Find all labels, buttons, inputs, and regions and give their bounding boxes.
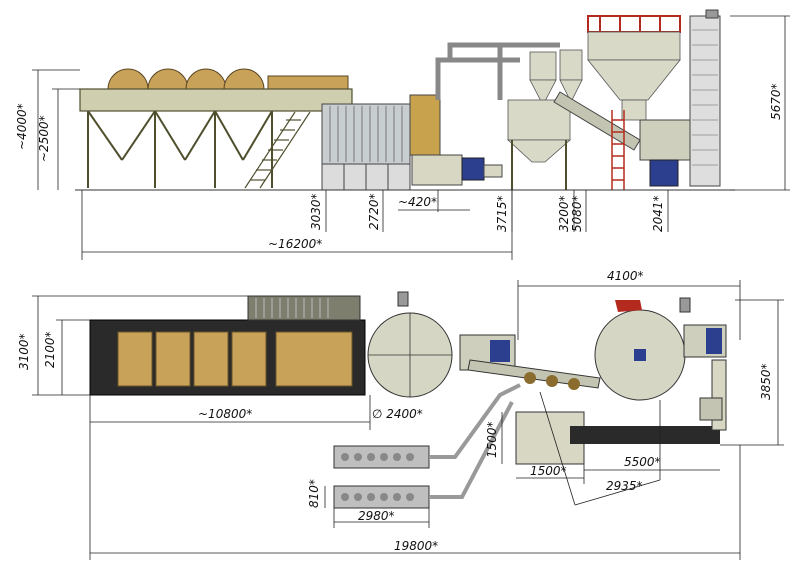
dim-5080: 5080* bbox=[570, 195, 584, 232]
stairs bbox=[244, 111, 311, 189]
dim-diam-2400: ∅ 2400* bbox=[372, 407, 423, 421]
conveyor-support-frame bbox=[87, 110, 273, 188]
hammer-mill bbox=[409, 94, 503, 186]
dim-5500: 5500* bbox=[624, 455, 661, 469]
dim-1500-vertical: 1500* bbox=[485, 421, 499, 458]
plan-chain-conveyor bbox=[570, 426, 720, 444]
dim-length-side: ~16200* bbox=[268, 237, 322, 251]
dim-2041: 2041* bbox=[651, 195, 665, 232]
dim-2935: 2935* bbox=[606, 479, 643, 493]
ladder bbox=[611, 110, 625, 190]
chopper-unit bbox=[321, 103, 411, 191]
plan-cooler-holes bbox=[341, 453, 414, 501]
cyclones bbox=[506, 49, 583, 190]
inclined-screw-conveyor bbox=[553, 91, 641, 151]
plan-bales bbox=[117, 331, 353, 387]
dim-3030: 3030* bbox=[309, 193, 323, 230]
mixing-silo bbox=[587, 15, 681, 121]
dim-length-plan: 19800* bbox=[394, 539, 438, 553]
plan-top-conveyor-slats bbox=[255, 298, 329, 318]
round-bales bbox=[107, 68, 349, 90]
dim-1500-horizontal: 1500* bbox=[530, 464, 567, 478]
dim-height-dryer: ~2500* bbox=[37, 115, 51, 162]
dim-2980: 2980* bbox=[358, 509, 395, 523]
plan-dimension-lines bbox=[32, 280, 784, 560]
dim-3200: 3200* bbox=[557, 195, 571, 232]
side-dimension-lines bbox=[32, 15, 790, 260]
dim-3715: 3715* bbox=[495, 195, 509, 232]
dim-3850: 3850* bbox=[759, 363, 773, 400]
plan-pipes bbox=[429, 383, 521, 499]
dim-3100: 3100* bbox=[17, 333, 31, 370]
pellet-press bbox=[639, 9, 721, 187]
plan-view: 3100* 2100* 4100* 3850* ~10800* ∅ 2400* … bbox=[17, 269, 784, 560]
side-view: ~4000* ~2500* 3030* 2720* ~420* 3715* 32… bbox=[15, 9, 790, 260]
pneumatic-pipes bbox=[435, 42, 560, 100]
dim-2100: 2100* bbox=[43, 331, 57, 368]
dim-10800: ~10800* bbox=[198, 407, 252, 421]
dim-5670: 5670* bbox=[769, 83, 783, 120]
dim-4100: 4100* bbox=[607, 269, 644, 283]
dim-height-total: ~4000* bbox=[15, 103, 29, 150]
dim-420: ~420* bbox=[398, 195, 437, 209]
dim-810: 810* bbox=[307, 479, 321, 508]
bale-conveyor bbox=[79, 88, 353, 112]
dim-2720: 2720* bbox=[367, 193, 381, 230]
